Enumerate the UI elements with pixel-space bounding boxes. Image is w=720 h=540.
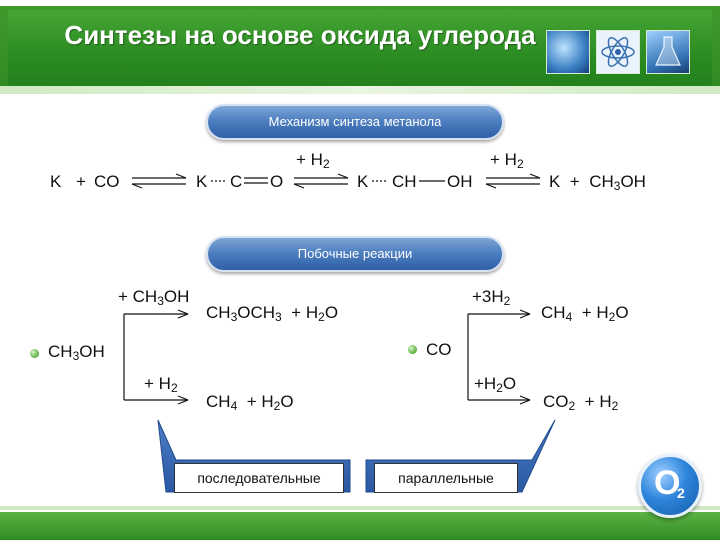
mech-ch: CH [392,172,417,191]
left-top-products: CH3OCH3 + H2O [206,303,339,324]
atom-icon [596,30,640,74]
header-divider [0,86,720,94]
mech-k3: K [357,172,369,191]
left-bottom-reagent: + H2 [144,374,178,395]
mech-plus1: + [76,172,86,191]
footer-bar [0,512,720,540]
slide-title: Синтезы на основе оксида углерода [64,20,536,50]
mech-o: O [270,172,284,191]
callout-sequential: последовательные [174,463,344,493]
o2-logo-sub: 2 [677,485,685,501]
o2-logo-letter: O [654,464,681,502]
right-top-products: CH4 + H2O [541,303,629,324]
mech-reagent-h2-1: + H2 [296,150,330,171]
left-top-reagent: + CH3OH [118,287,190,308]
mech-reagent-h2-2: + H2 [490,150,524,171]
bullet-right [408,345,417,354]
mech-oh: OH [447,172,473,191]
left-start: CH3OH [48,342,105,363]
mech-products: K + CH3OH [549,172,646,193]
molecule-image [546,30,590,74]
left-bottom-products: CH4 + H2O [206,392,294,413]
side-reactions-pill: Побочные реакции [206,236,504,272]
header-band [8,10,712,88]
header-thumbnails [546,30,690,74]
mech-c: C [230,172,243,191]
mech-co: CO [94,172,120,191]
right-top-reagent: +3H2 [472,287,511,308]
right-start: CO [426,340,452,359]
footer-divider [0,506,720,510]
o2-logo: O 2 [638,454,702,518]
right-bottom-products: CO2 + H2 [543,392,619,413]
flask-image [646,30,690,74]
right-bottom-reagent: +H2O [474,374,517,395]
bullet-left [30,349,39,358]
mechanism-arrows [131,173,541,189]
mech-k1: K [50,172,62,191]
mech-k2: K [196,172,208,191]
mechanism-pill: Механизм синтеза метанола [206,104,504,140]
side-reaction-arrows [123,309,531,405]
callout-parallel: параллельные [374,463,518,493]
